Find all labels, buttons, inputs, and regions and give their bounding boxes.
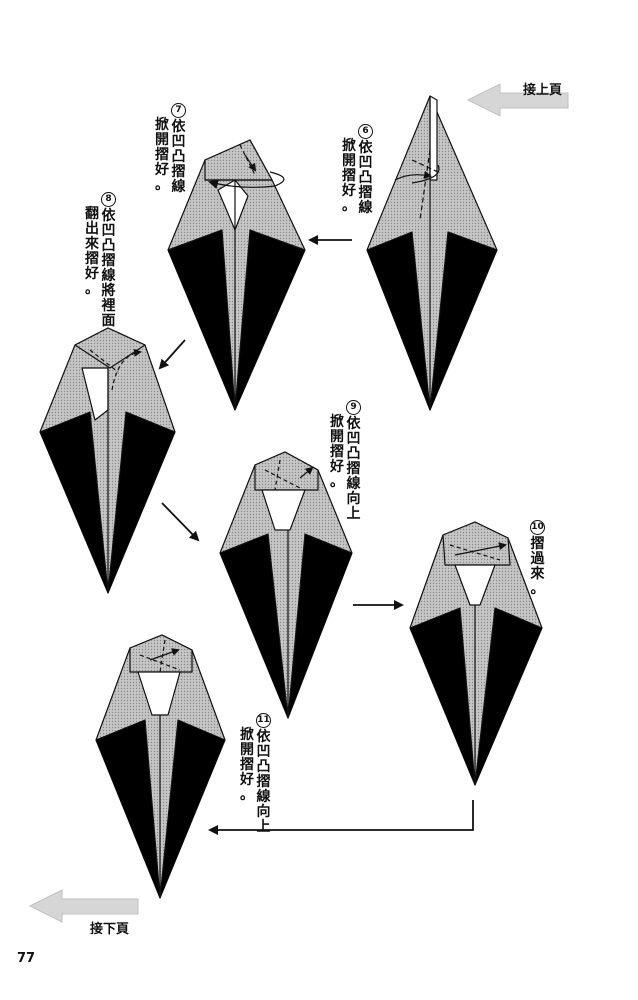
step-7-line-1: 依凹凸摺線	[171, 119, 186, 195]
flow-arrow-7-to-8	[158, 339, 186, 370]
step-6-number: 6	[358, 124, 373, 139]
step-7-line-2: 掀開摺好。	[155, 117, 169, 193]
next-page-arrow	[28, 889, 139, 923]
step-11-figure	[95, 634, 226, 899]
step-9-figure	[219, 451, 353, 719]
step-8-line-2: 翻出來摺好。	[85, 206, 99, 297]
continue-to-next-label: 接下頁	[90, 922, 130, 937]
prev-page-arrow	[466, 83, 569, 117]
step-6-figure	[366, 95, 498, 411]
step-8-line-1: 依凹凸摺線將裡面	[101, 208, 116, 329]
step-9-line-2: 掀開摺好。	[330, 414, 344, 490]
step-7-number: 7	[171, 103, 186, 118]
step-11-number: 11	[256, 713, 271, 728]
step-11-line-1: 依凹凸摺線向上	[256, 729, 271, 835]
flow-arrow-8-to-9	[161, 502, 200, 542]
step-7-figure	[167, 139, 306, 411]
step-10-number: 10	[530, 520, 545, 535]
step-8-number: 8	[101, 192, 116, 207]
step-11-line-2: 掀開摺好。	[240, 727, 254, 803]
step-6-line-2: 掀開摺好。	[342, 138, 356, 214]
step-6-line-1: 依凹凸摺線	[358, 140, 373, 216]
step-10-line-1: 摺過來。	[530, 536, 545, 597]
step-9-number: 9	[346, 400, 361, 415]
flow-arrow-10-to-11	[208, 800, 474, 835]
page-number: 77	[17, 951, 36, 966]
step-10-figure	[409, 521, 543, 786]
continue-from-previous-label: 接上頁	[523, 83, 563, 98]
step-8-figure	[39, 327, 176, 594]
step-9-line-1: 依凹凸摺線向上	[346, 416, 361, 522]
